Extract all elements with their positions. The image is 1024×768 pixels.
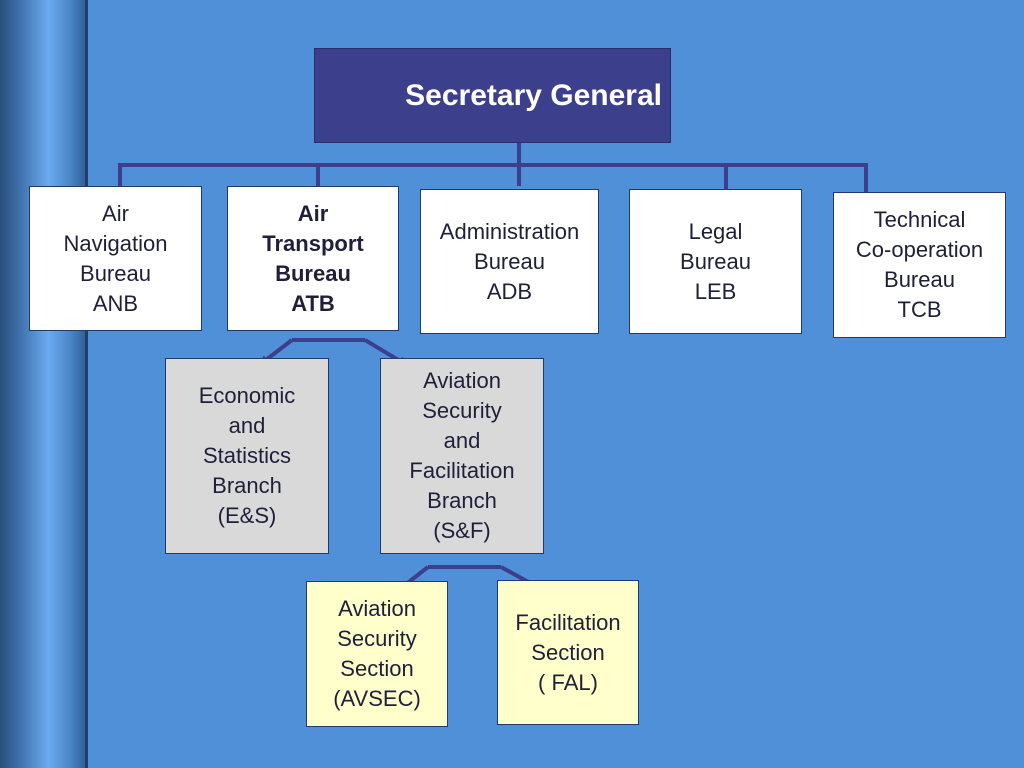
bureau-tcb-line: Bureau: [884, 267, 955, 292]
bureau-tcb-line: Co-operation: [855, 237, 984, 262]
bureau-atb: Air Transport Bureau ATB: [227, 186, 399, 331]
secretary-general-box: Secretary General: [314, 48, 671, 143]
bureau-leb-line: LEB: [694, 278, 737, 304]
bureau-adb: Administration Bureau ADB: [420, 189, 599, 334]
section-avsec-line: Section: [340, 656, 414, 681]
branch-sf-line: Branch: [427, 488, 497, 513]
section-fal-line: ( FAL): [538, 669, 598, 695]
bureau-adb-line: Bureau: [474, 248, 545, 274]
bureau-atb-line: ATB: [291, 290, 335, 316]
branch-sf-line: and: [443, 428, 481, 453]
bureau-atb-line: Bureau: [275, 260, 351, 286]
section-fal-line: Facilitation: [515, 609, 621, 635]
branch-es-line: and: [228, 413, 266, 438]
bureau-anb-line: ANB: [92, 290, 139, 316]
section-fal: Facilitation Section ( FAL): [497, 580, 639, 725]
bureau-atb-line: Air: [297, 200, 329, 226]
bureau-adb-line: ADB: [486, 278, 533, 304]
bureau-anb-line: Bureau: [80, 260, 151, 286]
decorative-side-bar: [0, 0, 88, 768]
secretary-general-label: Secretary General: [405, 78, 662, 112]
bureau-leb-line: Bureau: [680, 248, 751, 274]
bureau-adb-line: Administration: [439, 218, 580, 244]
section-avsec-line: (AVSEC): [333, 686, 421, 711]
bureau-anb-line: Air: [102, 200, 129, 226]
branch-sf: Aviation Security and Facilitation Branc…: [380, 358, 544, 554]
branch-sf-line: Security: [422, 398, 502, 423]
branch-es-line: Statistics: [202, 443, 292, 468]
section-avsec: Aviation Security Section (AVSEC): [306, 581, 448, 727]
section-fal-line: Section: [531, 639, 605, 665]
bureau-leb: Legal Bureau LEB: [629, 189, 802, 334]
bureau-tcb-line: TCB: [897, 297, 942, 322]
bureau-atb-line: Transport: [262, 230, 364, 256]
branch-es: Economic and Statistics Branch (E&S): [165, 358, 329, 554]
bureau-tcb: Technical Co-operation Bureau TCB: [833, 192, 1006, 338]
branch-sf-line: (S&F): [433, 518, 491, 543]
bureau-tcb-line: Technical: [873, 207, 966, 232]
bureau-anb: Air Navigation Bureau ANB: [29, 186, 202, 331]
section-avsec-line: Security: [337, 626, 417, 651]
bureau-anb-line: Navigation: [63, 230, 168, 256]
branch-es-line: Branch: [212, 473, 282, 498]
bureau-leb-line: Legal: [688, 218, 743, 244]
branch-es-line: (E&S): [217, 503, 277, 528]
branch-es-line: Economic: [198, 383, 296, 408]
branch-sf-line: Aviation: [423, 368, 501, 393]
branch-sf-line: Facilitation: [409, 458, 515, 483]
section-avsec-line: Aviation: [338, 596, 416, 621]
